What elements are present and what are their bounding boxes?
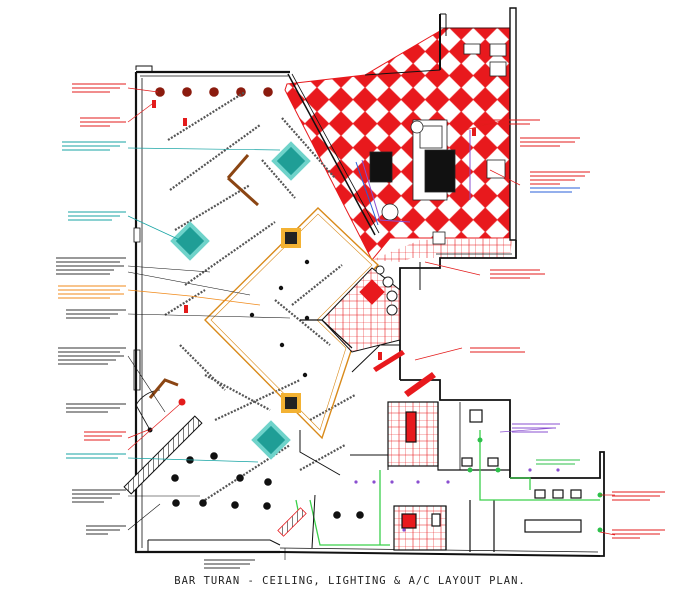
pendant-row — [155, 87, 273, 97]
kitchen-floor — [284, 27, 513, 262]
downlight-icon — [278, 285, 284, 291]
annotations-blue — [530, 187, 580, 193]
pendant-light-icon — [236, 87, 246, 97]
downlight-icon — [249, 312, 255, 318]
downlight-icon — [236, 474, 244, 482]
stair-hatch — [277, 507, 307, 537]
downlight-icon — [356, 511, 364, 519]
downlight-icon — [210, 452, 218, 460]
downlight-icon — [172, 499, 180, 507]
downlight-icon — [304, 315, 310, 321]
annotations-black — [56, 257, 255, 569]
leader-lines-teal — [127, 147, 281, 463]
downlight-icon — [171, 474, 179, 482]
ac-cassette-icon — [170, 221, 210, 261]
downlight-icon — [279, 342, 285, 348]
annotations-green — [536, 459, 580, 465]
hatched-light-trough — [123, 415, 203, 495]
pendant-light-icon — [263, 87, 273, 97]
ac-cassette-icon — [271, 141, 311, 181]
drawing-title: BAR TURAN - CEILING, LIGHTING & A/C LAYO… — [174, 575, 526, 587]
wc-rooms — [387, 401, 582, 552]
kitchen-counters — [361, 130, 471, 223]
interior-partitions — [299, 430, 389, 549]
red-marker-icon — [178, 398, 186, 406]
bar-counter — [300, 265, 401, 373]
circuit-tags — [152, 100, 476, 360]
leader-line-purple — [499, 427, 556, 433]
bulkheads — [148, 154, 260, 399]
leader-lines-black — [127, 265, 291, 560]
pendant-light-icon — [155, 87, 165, 97]
downlight-icon — [263, 502, 271, 510]
downlight-icon — [333, 511, 341, 519]
linear-lights — [164, 91, 356, 501]
extract-fans — [281, 228, 301, 413]
extract-fan-icon — [281, 393, 301, 413]
downlights — [171, 259, 364, 519]
leader-lines-red — [127, 87, 616, 536]
pendant-light-icon — [209, 87, 219, 97]
downlight-icon — [302, 372, 308, 378]
purple-markers — [354, 468, 560, 532]
downlight-icon — [304, 259, 310, 265]
annotations-red — [72, 83, 665, 539]
downlight-icon — [231, 501, 239, 509]
kitchen-equipment — [369, 43, 507, 245]
kitchen-blue-lines — [355, 161, 379, 226]
downlight-icon — [199, 499, 207, 507]
left-wall-openings — [133, 227, 161, 431]
leader-line-orange — [127, 289, 261, 306]
bar-shelving — [373, 350, 436, 397]
annotations-purple — [512, 423, 560, 433]
duct-grilles — [467, 437, 603, 533]
pendant-light-icon — [182, 87, 192, 97]
annotations-teal — [62, 141, 126, 459]
floor-plan-drawing — [56, 7, 665, 569]
extract-fan-icon — [281, 228, 301, 248]
ac-cassette-icon — [251, 420, 291, 460]
downlight-icon — [264, 478, 272, 486]
annotations-orange — [58, 285, 126, 299]
